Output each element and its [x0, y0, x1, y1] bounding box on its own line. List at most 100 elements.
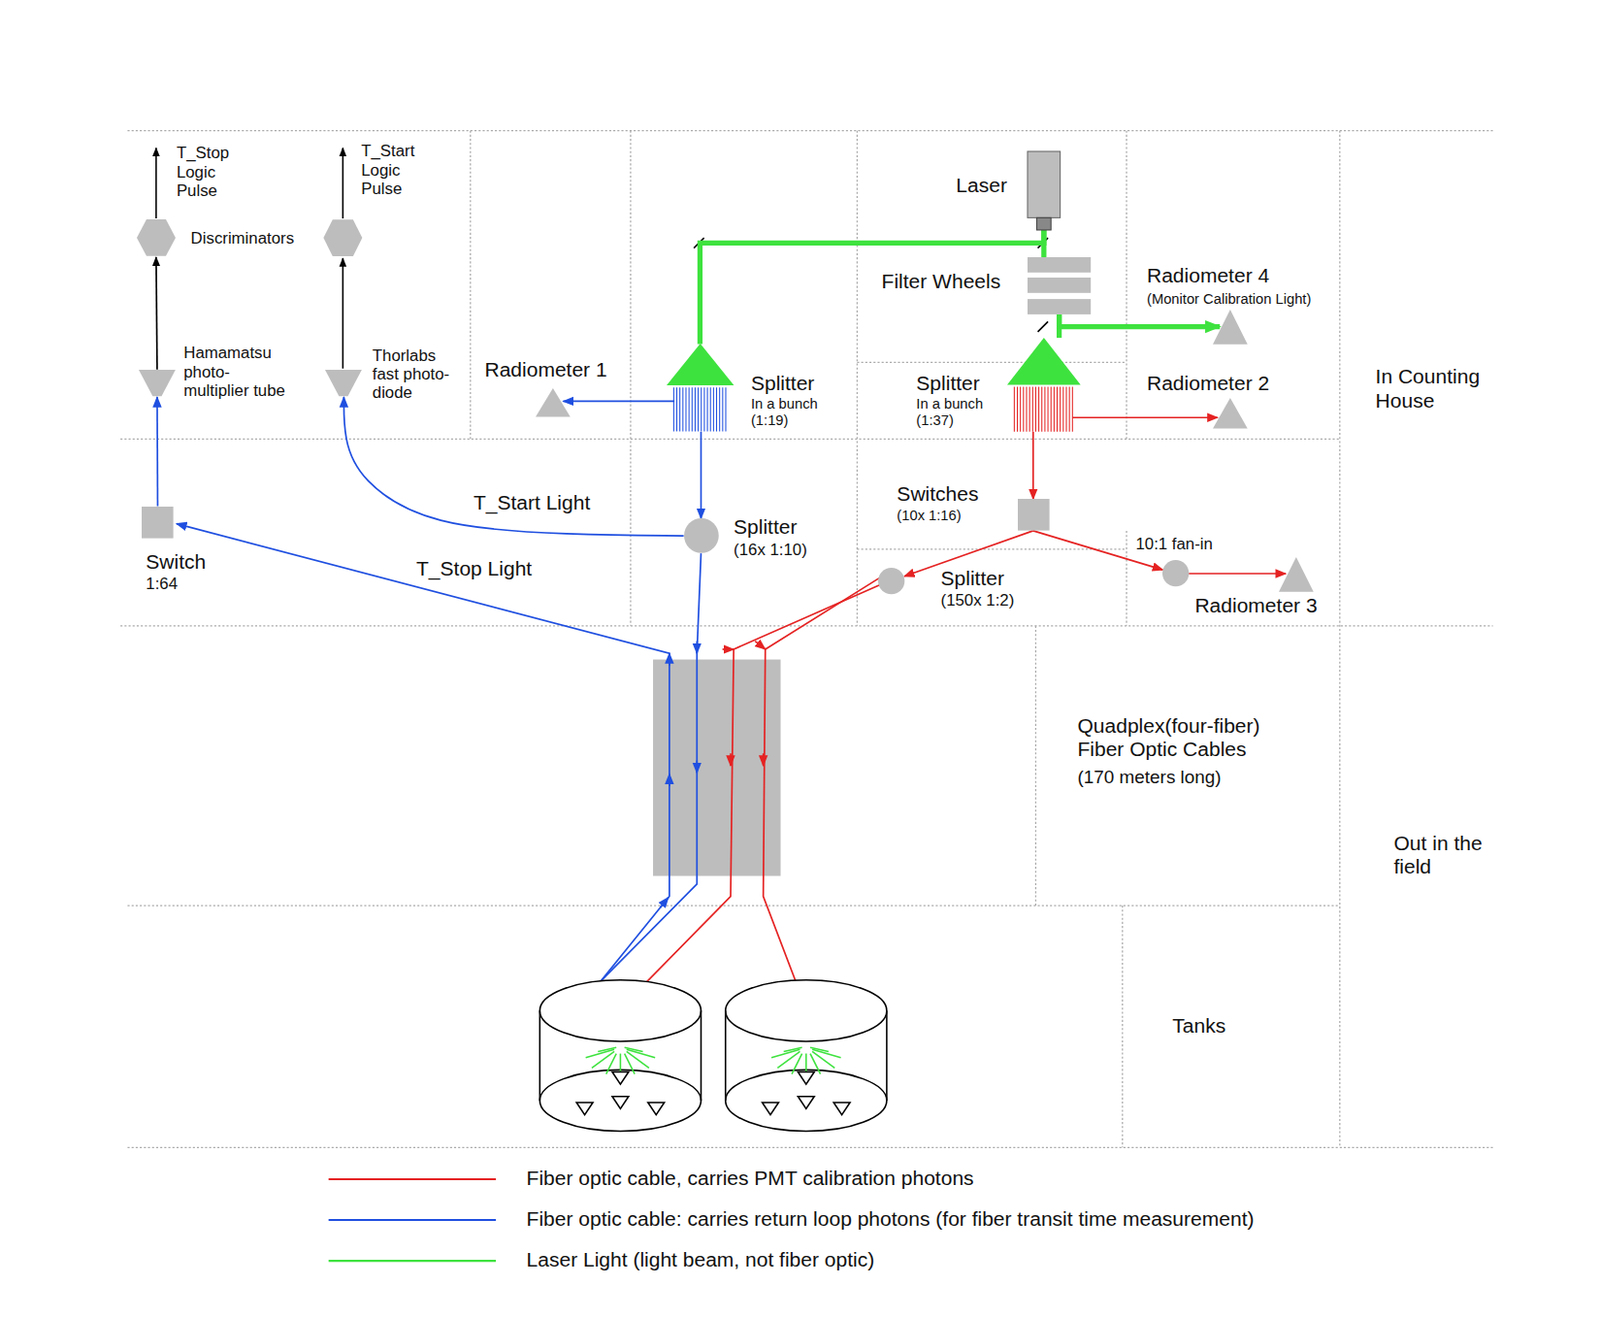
diagram-node: Splitter(16x 1:10) — [684, 518, 719, 554]
fiber-bunch — [721, 388, 723, 432]
fiber-bunch — [1025, 387, 1027, 432]
fiber-connector — [156, 396, 159, 507]
fiber-connector — [343, 396, 684, 536]
fiber-bunch — [1038, 387, 1040, 432]
fiber-bunch — [1029, 387, 1031, 432]
fiber-connector — [1032, 431, 1035, 499]
fiber-bunch — [1032, 387, 1034, 432]
node-shape — [1027, 151, 1061, 230]
splitter-circle — [1162, 559, 1189, 587]
beam-splitter — [666, 343, 734, 386]
node-shape — [1212, 397, 1248, 429]
fiber-bunch — [1050, 387, 1052, 432]
node-label: Thorlabs fast photo- diode — [371, 346, 458, 403]
fiber-connector — [156, 257, 158, 370]
node-shape — [1017, 498, 1050, 531]
fiber-bunch — [703, 388, 705, 432]
diagram-node: Switch1:64 — [141, 506, 174, 539]
fiber-bunch — [673, 388, 675, 432]
node-shape — [136, 219, 176, 257]
node-label: (150x 1:2) — [940, 590, 1016, 610]
fiber-bunch — [690, 388, 692, 432]
filter-wheel — [1027, 277, 1091, 294]
switch-box — [1017, 498, 1050, 531]
fiber-bunch — [706, 388, 708, 432]
fiber-bunch — [1053, 387, 1055, 432]
diagram-node: Splitter(150x 1:2) — [878, 567, 905, 594]
node-label: Discriminators — [190, 228, 296, 248]
fiber-bunch — [682, 388, 684, 432]
mirrors — [693, 237, 1048, 332]
node-label: Filter Wheels — [881, 269, 1003, 294]
annotation-label: Tanks — [1171, 1013, 1227, 1038]
diagram-node: SplitterIn a bunch (1:37) — [1007, 337, 1081, 432]
node-label: Switches — [895, 482, 980, 506]
node-label: (Monitor Calibration Light) — [1145, 291, 1312, 308]
fiber-bunch — [1041, 387, 1043, 432]
fiber-bunch — [716, 388, 718, 432]
annotation-label: (170 meters long) — [1076, 766, 1222, 788]
fiber-connector — [1072, 416, 1218, 419]
fiber-bunch — [1059, 387, 1061, 432]
region-grid — [120, 130, 1493, 1148]
fiber-bunch — [694, 388, 696, 432]
beam-splitter — [1007, 337, 1081, 385]
node-shape — [1278, 556, 1314, 592]
diagram-node: Hamamatsu photo- multiplier tube — [138, 369, 176, 396]
filter-wheel — [1027, 257, 1091, 273]
return-loop-fibers — [176, 523, 702, 1006]
fiber-bunch — [1016, 387, 1018, 432]
fiber-bunch — [1069, 387, 1071, 432]
fiber-bunch — [700, 388, 702, 432]
annotation-label: T_Stop Logic Pulse — [175, 143, 241, 200]
node-label: Splitter — [750, 371, 816, 395]
splitter-circle — [684, 518, 719, 554]
switch-box — [141, 506, 174, 539]
diagram-node: Filter Wheels — [1027, 257, 1091, 315]
node-shape — [141, 506, 174, 539]
annotation-label: In Counting House — [1374, 364, 1504, 412]
fiber-bunch — [697, 388, 699, 432]
diagram-node: 10:1 fan-in — [1162, 559, 1189, 587]
node-shape — [1007, 337, 1081, 432]
radiometer-symbol — [1212, 309, 1248, 345]
fiber-bunch — [724, 388, 726, 432]
node-label: Splitter — [914, 371, 980, 395]
legend-text: Laser Light (light beam, not fiber optic… — [525, 1247, 877, 1272]
diagram-node: Discriminators — [136, 219, 176, 257]
node-label: In a bunch (1:19) — [750, 395, 834, 429]
fiber-connector — [1059, 314, 1221, 327]
node-shape — [138, 369, 176, 396]
fiber-bunch — [1019, 387, 1021, 432]
node-shape — [878, 567, 905, 594]
laser-nozzle — [1036, 217, 1051, 230]
fiber-bunch — [713, 388, 715, 432]
fiber-bunch — [1044, 387, 1045, 432]
node-label: (10x 1:16) — [895, 507, 962, 524]
fiber-bunch — [718, 388, 720, 432]
discriminator-hexagon — [323, 219, 362, 257]
fiber-bunch — [1035, 387, 1037, 432]
detector-symbol — [138, 369, 176, 396]
fiber-connector — [699, 229, 1044, 345]
radiometer-symbol — [1278, 556, 1314, 592]
fiber-bunch — [679, 388, 681, 432]
fiber-bunch — [685, 388, 686, 432]
legend-samples — [328, 1178, 496, 1261]
node-label: (16x 1:10) — [732, 540, 809, 559]
fiber-connector — [700, 431, 703, 519]
fiber-bunch — [1072, 387, 1074, 432]
detector-symbol — [325, 369, 362, 396]
filter-wheel — [1027, 298, 1091, 315]
fiber-bunch — [1065, 387, 1067, 432]
laser-body — [1027, 151, 1061, 218]
calibration-fibers — [620, 577, 880, 1033]
fiber-bunch — [676, 388, 678, 432]
fiber-cable-bundle — [653, 659, 781, 877]
diagram-node: Radiometer 2 — [1212, 397, 1248, 429]
annotation-label: Out in the field — [1393, 831, 1486, 879]
fiber-bunch — [687, 388, 689, 432]
node-shape — [1212, 309, 1248, 345]
radiometer-symbol — [1212, 397, 1248, 429]
